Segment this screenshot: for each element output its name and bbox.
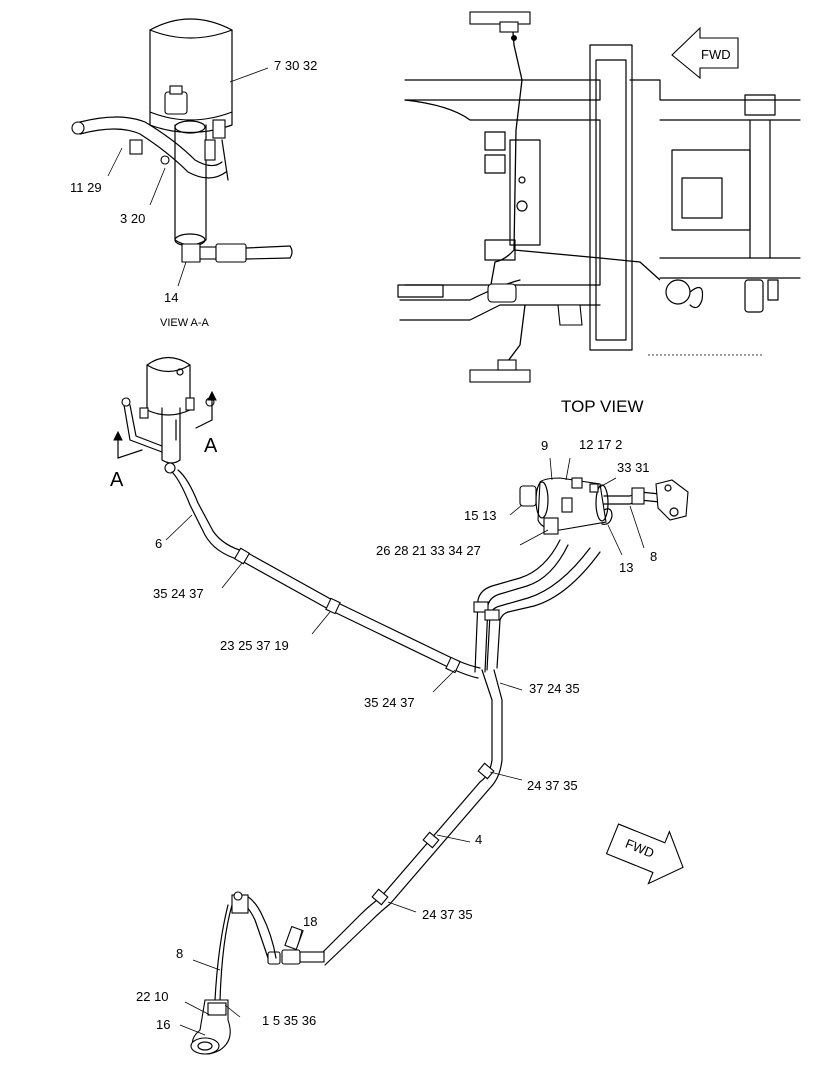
top-view-label: TOP VIEW [561, 397, 644, 416]
callout-4: 4 [475, 832, 482, 847]
callout-8-right: 8 [650, 549, 657, 564]
callout-11-29: 11 29 [70, 180, 102, 195]
callout-33-31: 33 31 [617, 460, 650, 475]
section-a-right: A [204, 435, 218, 457]
callout-35-24-37-b: 35 24 37 [364, 695, 415, 710]
callout-24-37-35-b: 24 37 35 [422, 907, 473, 922]
callout-6: 6 [155, 536, 162, 551]
callout-16: 16 [156, 1017, 170, 1032]
callout-26-28-21-33-34-27: 26 28 21 33 34 27 [376, 543, 481, 558]
callout-13-right: 13 [619, 560, 633, 575]
main-assembly [113, 356, 689, 1055]
view-a-a-label: VIEW A-A [160, 317, 210, 329]
view-a-a-detail [71, 18, 293, 287]
callout-7-30-32: 7 30 32 [274, 58, 317, 73]
top-view-detail [397, 11, 801, 383]
fwd-arrow-bottom [605, 823, 684, 885]
callout-8-left: 8 [176, 946, 183, 961]
callout-12-17-2: 12 17 2 [579, 437, 622, 452]
section-a-left: A [110, 469, 124, 491]
callout-15-13: 15 13 [464, 508, 497, 523]
callout-24-37-35-a: 24 37 35 [527, 778, 578, 793]
callout-14: 14 [164, 290, 178, 305]
callout-37-24-35: 37 24 35 [529, 681, 580, 696]
callout-23-25-37-19: 23 25 37 19 [220, 638, 289, 653]
callout-9: 9 [541, 438, 548, 453]
callout-1-5-35-36: 1 5 35 36 [262, 1013, 316, 1028]
callout-35-24-37-a: 35 24 37 [153, 586, 204, 601]
callout-3-20: 3 20 [120, 211, 145, 226]
callout-18: 18 [303, 914, 317, 929]
fwd-arrow-top [671, 26, 739, 80]
fwd-label-top: FWD [701, 47, 731, 62]
callout-22-10: 22 10 [136, 989, 169, 1004]
